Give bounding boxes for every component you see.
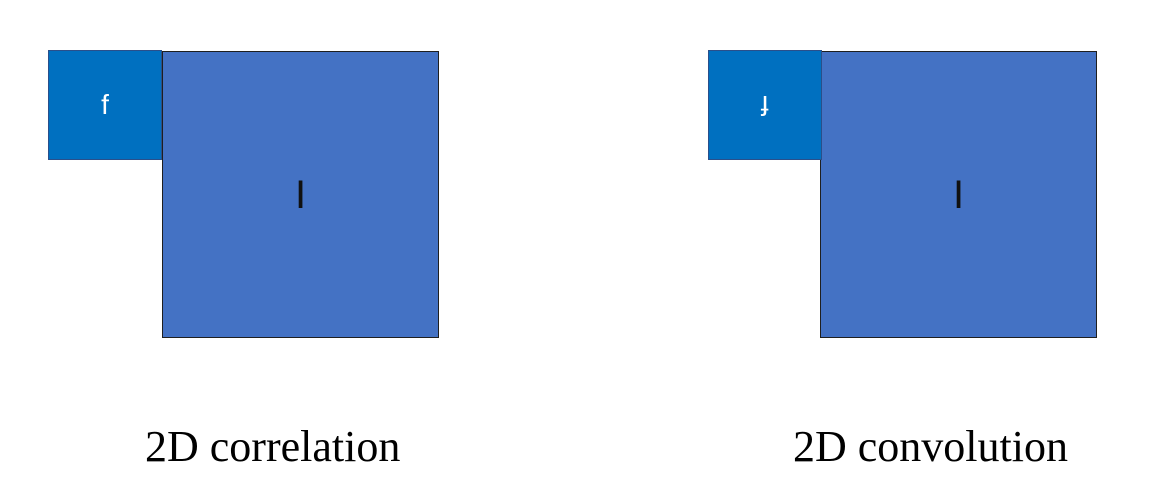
correlation-filter-label: f [101,89,109,120]
correlation-caption: 2D correlation [145,422,401,471]
convolution-filter-box: f [708,50,822,160]
convolution-image-box: I [820,51,1097,338]
convolution-image-label: I [952,172,965,217]
correlation-image-box: I [162,51,439,338]
correlation-image-label: I [294,172,307,217]
convolution-flipped-filter-label: f [761,90,769,121]
convolution-caption: 2D convolution [793,422,1068,471]
correlation-filter-box: f [48,50,162,160]
